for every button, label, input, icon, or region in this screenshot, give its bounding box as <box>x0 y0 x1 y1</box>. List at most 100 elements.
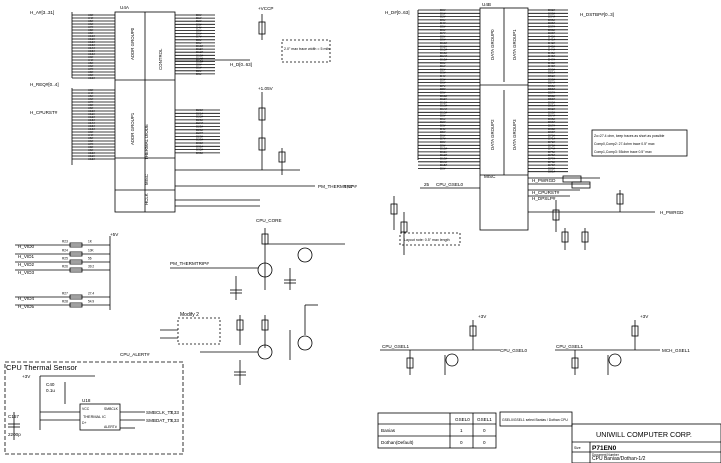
resistor-value: 56 <box>88 257 92 261</box>
pin-label: D29# <box>196 138 204 142</box>
pin-label: D14# <box>440 107 448 111</box>
pin-label: A3# <box>88 55 94 59</box>
pin-label: D39# <box>548 31 556 35</box>
vid-5: H_VID5 <box>18 304 35 309</box>
resistor-value: 54.9 <box>88 300 94 304</box>
pin-label: D30# <box>196 141 204 145</box>
rail-3v-right: +3V <box>640 314 649 319</box>
pin-label: D80# <box>548 166 556 170</box>
cap-2200p: 2200p <box>8 432 21 437</box>
pin-labels: A3#A4#A5#A6#A7#A8#A9#A10#A11#A12#A13#A14… <box>88 8 556 174</box>
pin-label: D76# <box>548 153 556 157</box>
right-top-net: H_D#[0..63] <box>385 10 410 15</box>
pin-label: D1# <box>440 11 446 15</box>
pin-label: D59# <box>548 97 556 101</box>
pin-label: A12# <box>88 40 95 44</box>
pin-label: D43# <box>548 44 556 48</box>
pin-label: D8# <box>196 38 202 42</box>
pin-label: D40# <box>548 34 556 38</box>
right-cpu-left-pins <box>418 9 480 169</box>
note-line-0: Zo=27.4 ohm, keep traces as short as pos… <box>594 134 665 138</box>
pin-label: A6# <box>88 97 94 101</box>
pin-label: D3# <box>440 18 446 22</box>
pin-label: A8# <box>88 70 94 74</box>
pin-label: A16# <box>88 127 95 131</box>
pin-label: D28# <box>196 134 204 138</box>
left-cpu-pins-group0 <box>72 14 115 79</box>
title-name: CPU Banias/Dothan-1/2 <box>592 456 646 462</box>
thermal-pin-vcc: VCC <box>82 407 90 411</box>
tt-r1-c2: 0 <box>483 440 486 445</box>
left-cpu-request-net: H_CPURST# <box>30 110 58 115</box>
smbdat-net: SMBDAT_TS <box>146 418 173 423</box>
pin-label: D14# <box>196 56 204 60</box>
section-data2: DATA GROUP2 <box>490 119 495 150</box>
pin-label: A9# <box>88 148 94 152</box>
right-cpu-right-pins <box>528 9 568 173</box>
pin-label: D66# <box>548 120 556 124</box>
resistor-ref: R23 <box>62 240 68 244</box>
right-net-0: H_PWRGD <box>532 178 556 183</box>
pin-label: D15# <box>440 163 448 167</box>
pin-label: D45# <box>548 51 556 55</box>
pin-label: A7# <box>88 142 94 146</box>
smbclk-net: SMBCLK_TS <box>146 410 173 415</box>
pin-label: A11# <box>88 154 95 158</box>
pin-label: D74# <box>548 147 556 151</box>
rail-105: +1.05V <box>258 86 274 91</box>
gsel-left-out: CPU_GSEL0 <box>500 348 528 353</box>
pin-label: D65# <box>548 117 556 121</box>
pin-label: D25# <box>196 125 204 129</box>
pin-label: A10# <box>88 34 95 38</box>
pin-label: D20# <box>196 108 204 112</box>
thermtrip-net: PM_THERMTRIP# <box>318 184 357 189</box>
gsel-right-in: CPU_GSEL1 <box>556 344 584 349</box>
cap-c157: C157 <box>8 414 19 419</box>
pin-label: D11# <box>440 97 447 101</box>
pin-label: D32# <box>548 8 556 12</box>
pin-label: D12# <box>440 48 448 52</box>
pin-label: D13# <box>440 51 448 55</box>
pin-label: D4# <box>440 21 446 25</box>
thermal-pin-dplus: D+ <box>82 421 86 425</box>
resistor-value: 27.4 <box>88 292 94 296</box>
resistor-value: 39.2 <box>88 265 94 269</box>
left-cpu-symbol <box>71 11 176 213</box>
pin-label: A5# <box>88 94 94 98</box>
cap-01u: 0.1u <box>46 388 55 393</box>
cpu-gsel-num: 25 <box>424 182 430 187</box>
vid-resistor-network <box>15 236 111 310</box>
pin-label: D15# <box>440 110 448 114</box>
vid-2: H_VID2 <box>18 262 35 267</box>
pin-label: D2# <box>440 15 446 19</box>
pin-label: D8# <box>440 87 446 91</box>
pin-label: D60# <box>548 100 556 104</box>
pin-label: D7# <box>440 137 446 141</box>
right-top-right-net: H_DSTBP#[0..3] <box>580 12 614 17</box>
pin-label: A4# <box>88 58 94 62</box>
thermal-pin-smbclk: SMBCLK <box>104 407 119 411</box>
section-data3: DATA GROUP3 <box>512 119 517 150</box>
pin-label: D3# <box>196 22 202 26</box>
pin-label: D1# <box>196 66 202 70</box>
pin-label: D8# <box>440 34 446 38</box>
pin-label: A4# <box>88 16 94 20</box>
resistor-ref: R27 <box>62 292 68 296</box>
pin-label: D11# <box>440 150 447 154</box>
pin-label: D10# <box>440 94 448 98</box>
section-control: CONTROL <box>158 48 163 70</box>
pin-label: A6# <box>88 22 94 26</box>
pin-label: D75# <box>548 150 556 154</box>
vid-0: H_VID0 <box>18 244 35 249</box>
pin-label: D2# <box>440 67 446 71</box>
pin-label: D52# <box>548 74 556 78</box>
pin-label: A15# <box>88 124 95 128</box>
pin-label: D41# <box>548 38 556 42</box>
tt-h2: GSEL1 <box>477 417 492 422</box>
thermtrip-note: 6,17 <box>344 184 353 189</box>
right-cpu-ref: U4B <box>482 2 491 7</box>
pin-label: A4# <box>88 133 94 137</box>
pin-label: A5# <box>88 61 94 65</box>
pin-label: D73# <box>548 143 556 147</box>
pin-label: D53# <box>548 77 556 81</box>
